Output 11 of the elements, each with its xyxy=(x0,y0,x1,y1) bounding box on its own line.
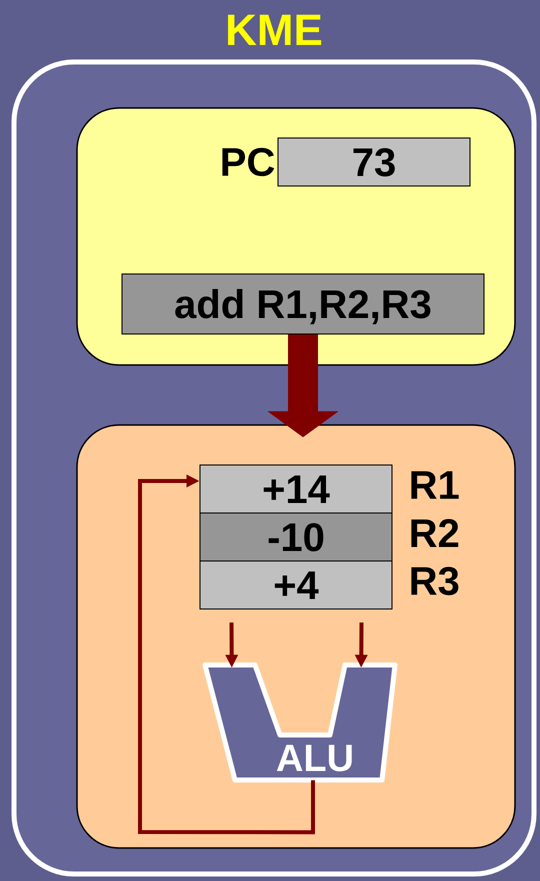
register-label: R2 xyxy=(411,519,458,547)
register-cell: +14 xyxy=(200,464,392,514)
register-cell: 73 xyxy=(278,138,470,186)
register-cell: -10 xyxy=(200,512,392,562)
arrow xyxy=(138,474,315,834)
register-label: R1 xyxy=(411,471,459,499)
instruction-box: add R1,R2,R3 xyxy=(122,274,484,334)
register-cell: +4 xyxy=(200,560,392,610)
register-label: R3 xyxy=(411,566,458,596)
register-label: PC xyxy=(222,148,274,176)
title: KME xyxy=(228,14,322,45)
